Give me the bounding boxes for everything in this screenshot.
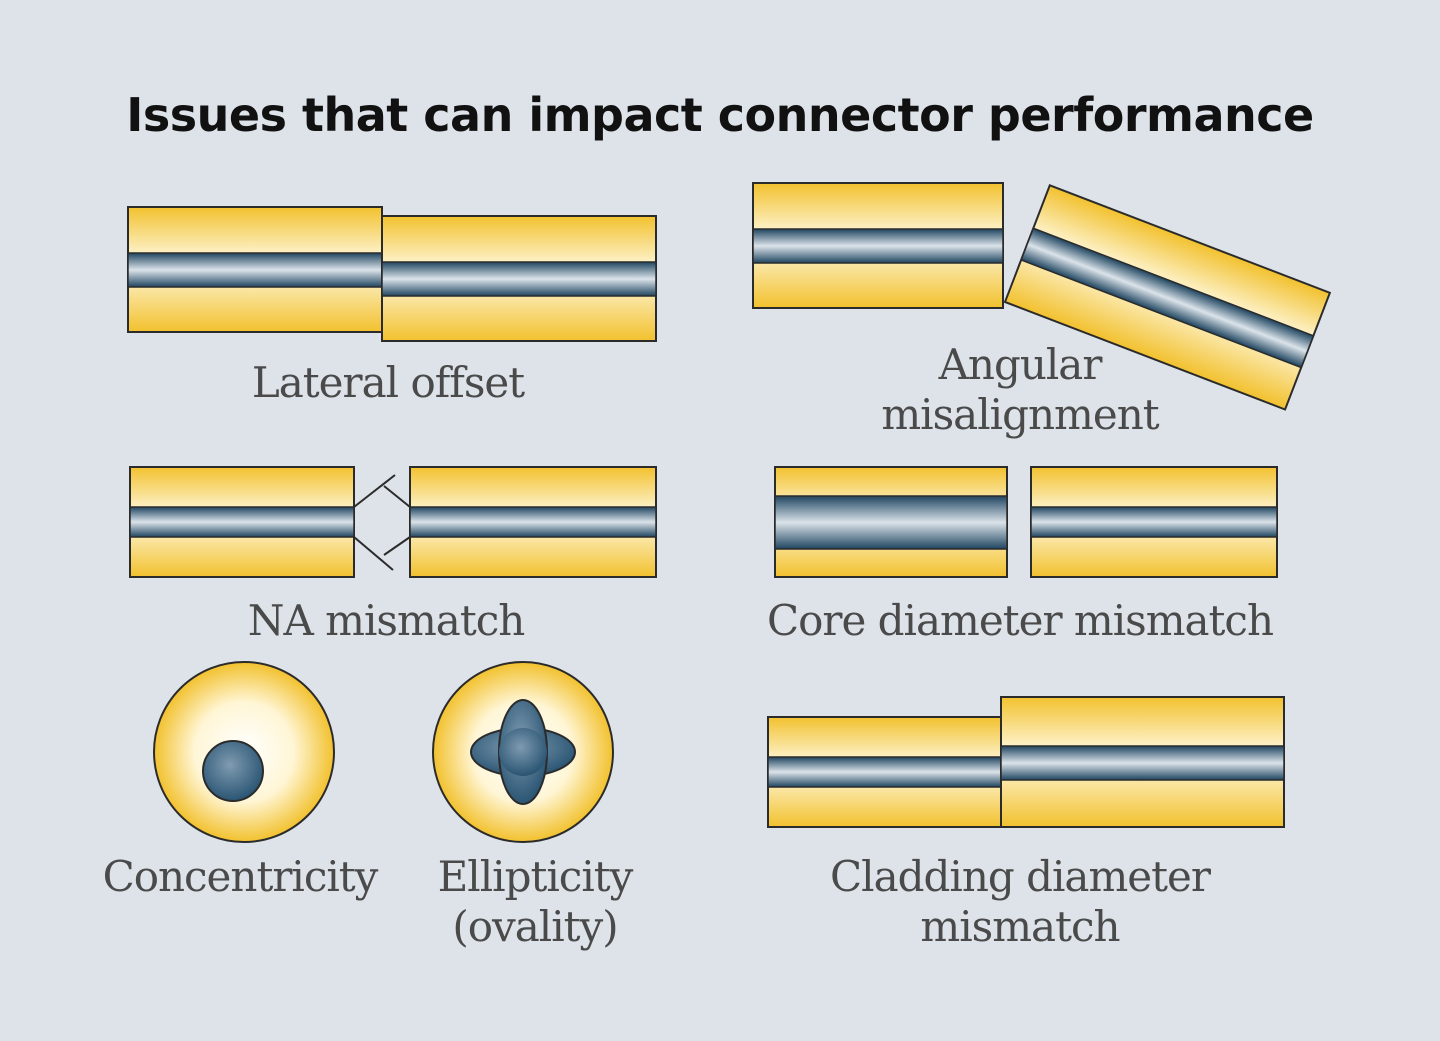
- angular-label-line2: misalignment: [881, 390, 1159, 439]
- concentricity-illustration: [153, 661, 335, 843]
- fiber-right-large-cladding: [1000, 696, 1285, 828]
- fiber-left: [752, 182, 1004, 309]
- core-diameter-mismatch-label: Core diameter mismatch: [766, 596, 1274, 645]
- ellipticity-illustration: [432, 661, 614, 843]
- na-mismatch-label: NA mismatch: [247, 596, 526, 645]
- ellipticity-label: Ellipticity (ovality): [400, 852, 670, 952]
- fiber-right: [381, 215, 657, 342]
- angular-misalignment-illustration: [752, 182, 1332, 411]
- fiber-left: [129, 466, 355, 578]
- core-center: [499, 728, 547, 776]
- cladding-diameter-mismatch-illustration: [767, 696, 1285, 828]
- core-diameter-mismatch-illustration: [774, 466, 1278, 578]
- ellipticity-label-line1: Ellipticity: [437, 852, 634, 901]
- angular-label-line1: Angular: [938, 340, 1103, 389]
- lateral-offset-illustration: [127, 206, 657, 342]
- na-mismatch-illustration: [129, 466, 657, 578]
- cladding-label-line2: mismatch: [920, 902, 1120, 951]
- angular-misalignment-label: Angular misalignment: [820, 340, 1220, 440]
- cladding-label-line1: Cladding diameter: [830, 852, 1211, 901]
- fiber-right-tilted: [1003, 184, 1332, 411]
- cladding-diameter-mismatch-label: Cladding diameter mismatch: [780, 852, 1260, 952]
- fiber-left-large-core: [774, 466, 1008, 578]
- core-dot: [202, 740, 264, 802]
- fiber-left: [127, 206, 383, 333]
- ellipticity-label-line2: (ovality): [452, 902, 618, 951]
- fiber-left-small-cladding: [767, 716, 1002, 828]
- lateral-offset-label: Lateral offset: [251, 358, 525, 407]
- fiber-right-small-core: [1030, 466, 1278, 578]
- fiber-right: [409, 466, 657, 578]
- diagram-title: Issues that can impact connector perform…: [126, 88, 1314, 142]
- acceptance-cone-lines: [353, 474, 411, 571]
- concentricity-label: Concentricity: [102, 852, 379, 901]
